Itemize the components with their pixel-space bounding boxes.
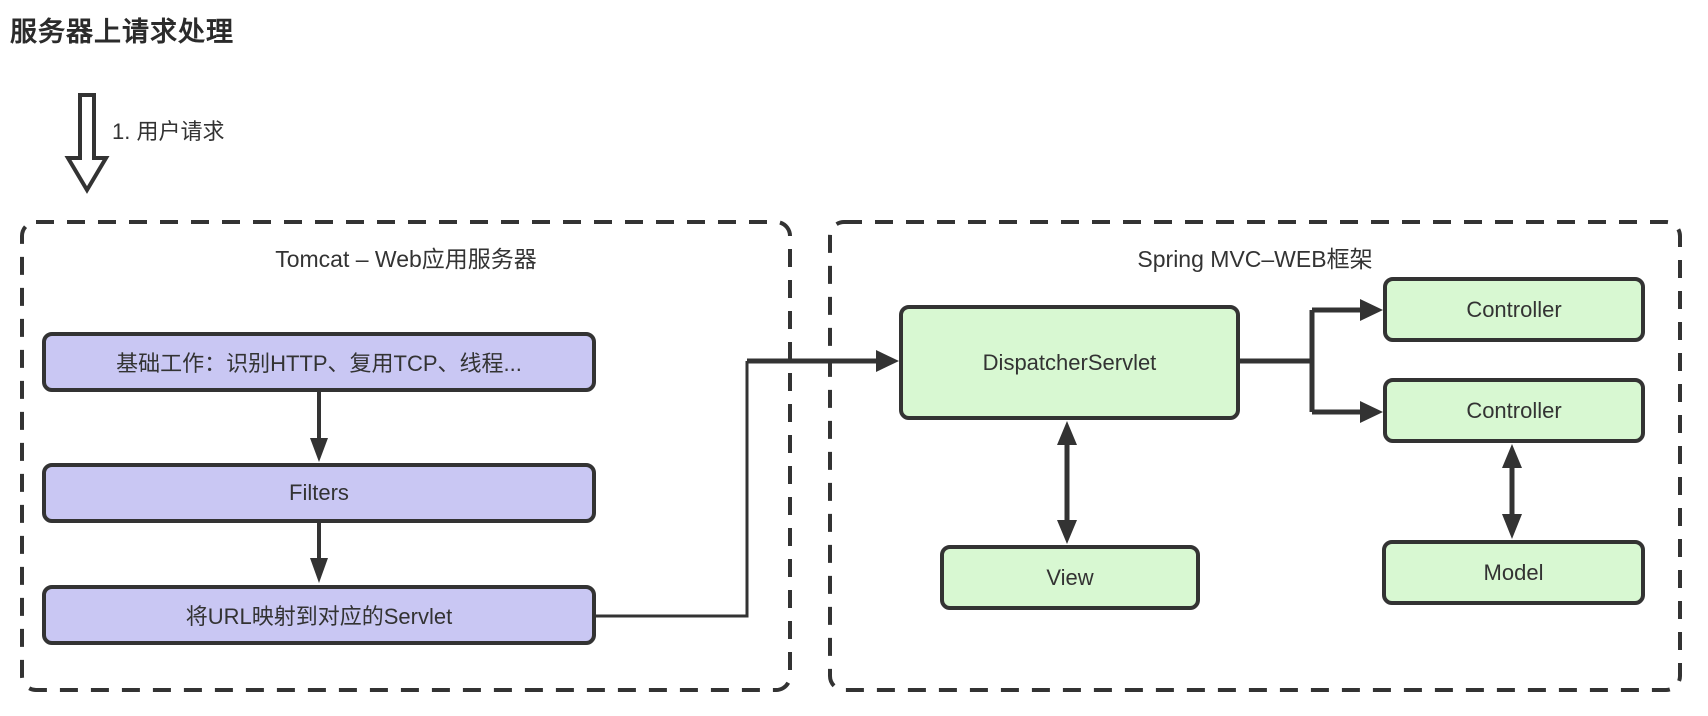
double-arrow-dispatcher-view: [1057, 421, 1077, 544]
node-filters-label: Filters: [289, 480, 349, 505]
node-model-label: Model: [1483, 559, 1544, 585]
node-basic-work: 基础工作：识别HTTP、复用TCP、线程...: [42, 332, 596, 392]
double-arrow-controller-model: [1502, 444, 1522, 539]
branch-dispatcher-to-controllers: [1240, 299, 1383, 423]
page-title: 服务器上请求处理: [10, 17, 234, 47]
arrow-filters-to-urlmap: [310, 523, 328, 583]
node-basic-work-label: 基础工作：识别HTTP、复用TCP、线程...: [116, 351, 522, 376]
node-url-mapping-label: 将URL映射到对应的Servlet: [185, 604, 453, 629]
tomcat-container-border: [20, 220, 792, 692]
tomcat-container-title: Tomcat – Web应用服务器: [275, 246, 537, 272]
node-view-label: View: [1046, 564, 1094, 590]
node-controller-top: Controller: [1383, 277, 1645, 342]
node-view: View: [940, 545, 1200, 610]
node-dispatcher-servlet-label: DispatcherServlet: [982, 349, 1157, 375]
node-dispatcher-servlet: DispatcherServlet: [899, 305, 1240, 420]
node-url-mapping: 将URL映射到对应的Servlet: [42, 585, 596, 645]
connector-urlmap-to-dispatcher: [596, 350, 899, 618]
arrow-basicwork-to-filters: [310, 392, 328, 462]
node-filters: Filters: [42, 463, 596, 523]
node-controller-bottom: Controller: [1383, 378, 1645, 443]
spring-container-border: [828, 220, 1682, 692]
user-request-down-arrow-icon: [64, 93, 110, 194]
node-model: Model: [1382, 540, 1645, 605]
spring-container-title: Spring MVC–WEB框架: [1137, 246, 1373, 272]
node-controller-bottom-label: Controller: [1466, 397, 1562, 423]
node-controller-top-label: Controller: [1466, 296, 1562, 322]
user-request-label: 1. 用户请求: [112, 119, 225, 144]
